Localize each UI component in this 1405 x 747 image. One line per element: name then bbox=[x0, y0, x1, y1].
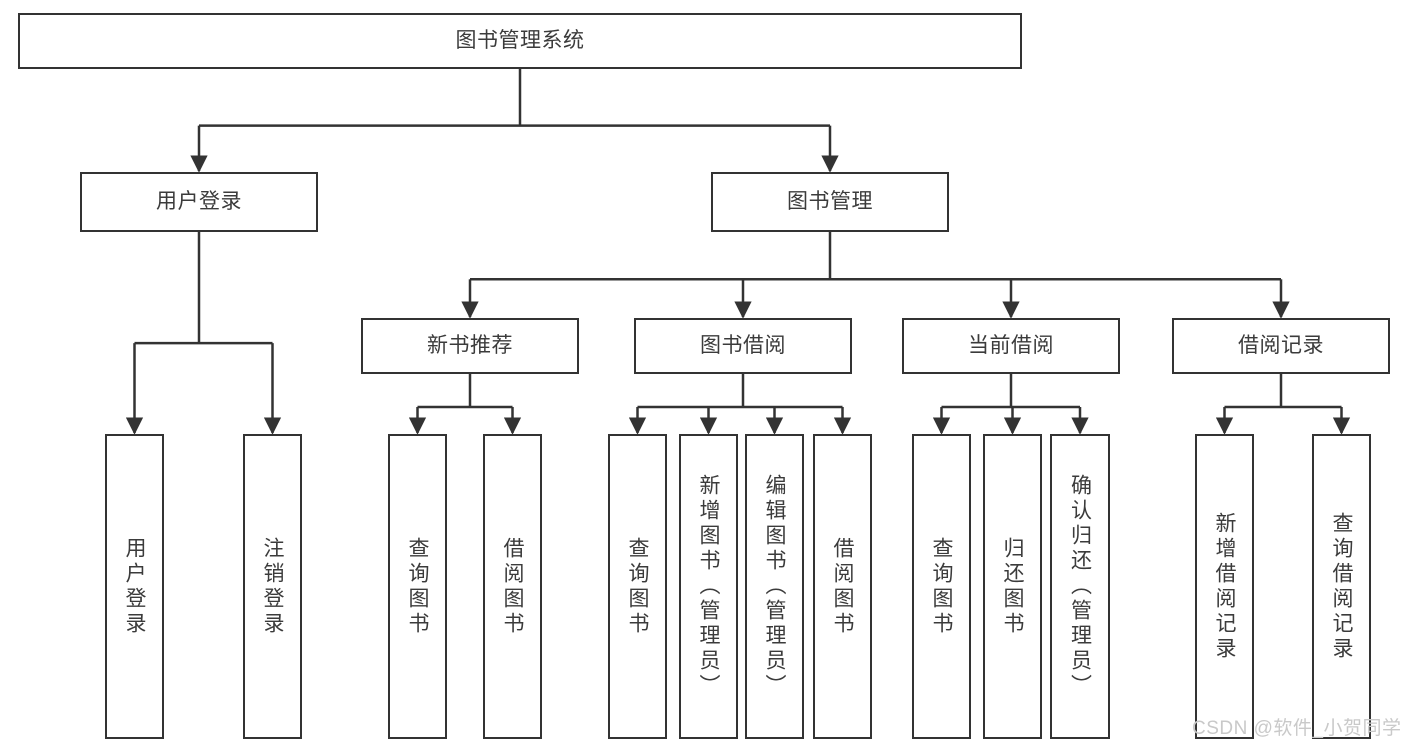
node-current-borrow[interactable]: 当前借阅 bbox=[902, 318, 1120, 374]
node-label: 图书借阅 bbox=[700, 333, 786, 357]
node-leaf-query-record[interactable]: 查询借阅记录 bbox=[1312, 434, 1371, 739]
node-leaf-query-book-brw[interactable]: 查询图书 bbox=[608, 434, 667, 739]
node-leaf-borrow-book-brw[interactable]: 借阅图书 bbox=[813, 434, 872, 739]
node-leaf-return-book[interactable]: 归还图书 bbox=[983, 434, 1042, 739]
node-label: 查询图书 bbox=[930, 536, 953, 637]
node-label: 查询图书 bbox=[406, 536, 429, 637]
node-leaf-add-book[interactable]: 新增图书（管理员） bbox=[679, 434, 738, 739]
node-borrow-record[interactable]: 借阅记录 bbox=[1172, 318, 1390, 374]
node-leaf-confirm-return[interactable]: 确认归还（管理员） bbox=[1050, 434, 1110, 739]
node-leaf-query-book-rec[interactable]: 查询图书 bbox=[388, 434, 447, 739]
node-label: 图书管理系统 bbox=[455, 28, 585, 52]
node-label: 用户登录 bbox=[156, 189, 242, 213]
node-leaf-edit-book[interactable]: 编辑图书（管理员） bbox=[745, 434, 804, 739]
node-book-manage[interactable]: 图书管理 bbox=[711, 172, 949, 232]
node-label: 借阅图书 bbox=[831, 536, 854, 637]
node-label: 新增借阅记录 bbox=[1213, 511, 1236, 662]
node-leaf-user-logout[interactable]: 注销登录 bbox=[243, 434, 302, 739]
node-label: 新书推荐 bbox=[427, 333, 513, 357]
node-label: 借阅图书 bbox=[501, 536, 524, 637]
node-label: 查询图书 bbox=[626, 536, 649, 637]
node-label: 当前借阅 bbox=[968, 333, 1054, 357]
node-label: 确认归还（管理员） bbox=[1068, 474, 1092, 699]
node-root[interactable]: 图书管理系统 bbox=[18, 13, 1022, 69]
node-label: 查询借阅记录 bbox=[1330, 511, 1353, 662]
node-label: 图书管理 bbox=[787, 189, 873, 213]
node-book-borrow[interactable]: 图书借阅 bbox=[634, 318, 852, 374]
node-new-book-rec[interactable]: 新书推荐 bbox=[361, 318, 579, 374]
node-leaf-add-record[interactable]: 新增借阅记录 bbox=[1195, 434, 1254, 739]
node-label: 借阅记录 bbox=[1238, 333, 1324, 357]
node-label: 注销登录 bbox=[261, 536, 284, 637]
node-user-login[interactable]: 用户登录 bbox=[80, 172, 318, 232]
node-label: 用户登录 bbox=[123, 536, 146, 637]
node-label: 新增图书（管理员） bbox=[697, 474, 720, 699]
node-leaf-user-login[interactable]: 用户登录 bbox=[105, 434, 164, 739]
node-label: 编辑图书（管理员） bbox=[763, 474, 786, 699]
node-leaf-borrow-book-rec[interactable]: 借阅图书 bbox=[483, 434, 542, 739]
node-label: 归还图书 bbox=[1001, 536, 1024, 637]
node-leaf-query-book-cur[interactable]: 查询图书 bbox=[912, 434, 971, 739]
